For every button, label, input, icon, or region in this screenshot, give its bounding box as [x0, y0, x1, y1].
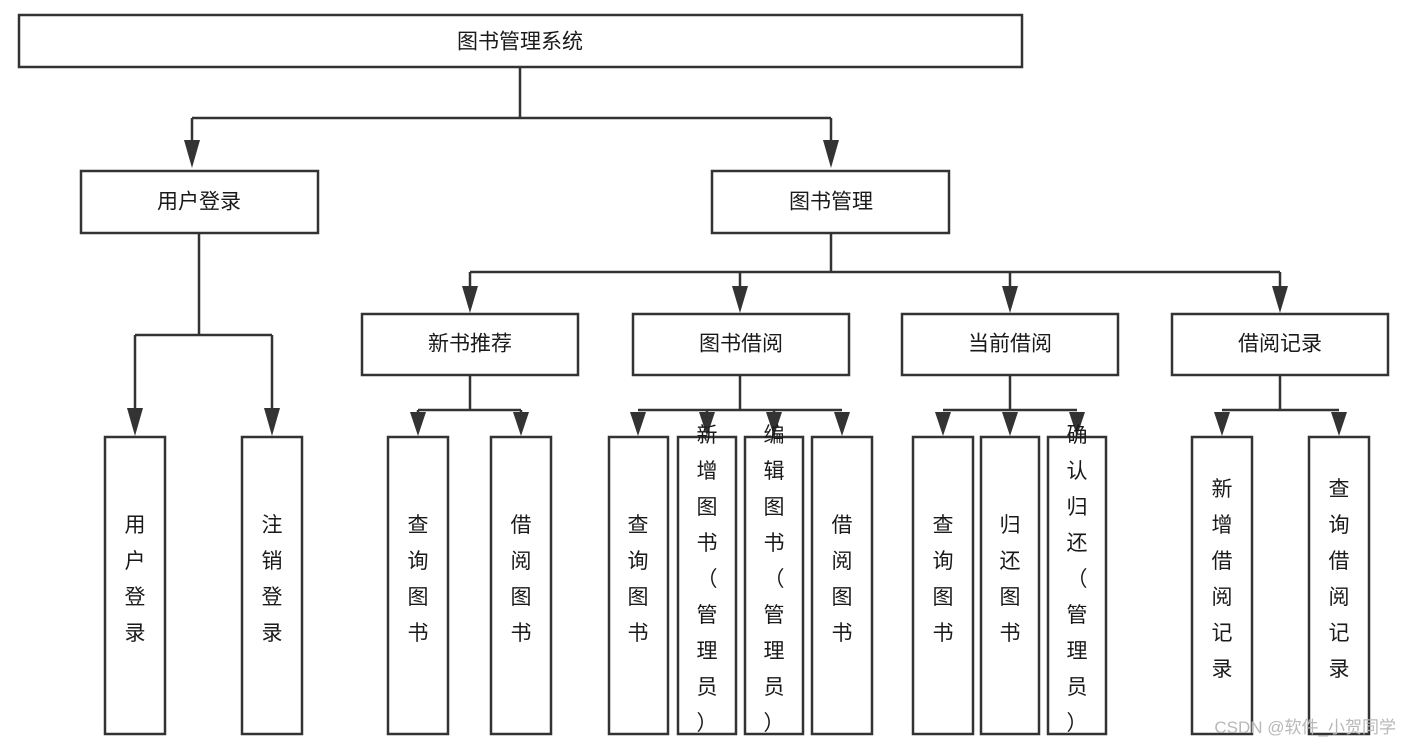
arrow-head-leaf-add-record — [1214, 412, 1230, 436]
node-leaf-query-record-box[interactable] — [1307, 435, 1371, 736]
node-leaf-edit-book-box[interactable] — [743, 435, 805, 736]
arrow-head-leaf-borrow-book-1 — [513, 412, 529, 436]
node-leaf-query-book-2-box[interactable] — [607, 435, 670, 736]
node-leaf-confirm-return-label: 确认归还（管理员） — [1067, 424, 1088, 735]
node-user-login[interactable]: 用户登录 — [79, 169, 320, 235]
node-borrow-record-label: 借阅记录 — [1238, 333, 1322, 356]
arrow-head-book-manage — [823, 140, 839, 168]
node-leaf-query-book-2[interactable]: 查询图书 — [607, 435, 670, 736]
node-leaf-confirm-return[interactable]: 确认归还（管理员） — [1046, 424, 1108, 736]
node-root-label: 图书管理系统 — [457, 31, 583, 54]
node-leaf-query-book-1-box[interactable] — [386, 435, 450, 736]
arrow-head-leaf-query-book-3 — [935, 412, 951, 436]
node-leaf-query-record[interactable]: 查询借阅记录 — [1307, 435, 1371, 736]
node-book-borrow[interactable]: 图书借阅 — [631, 312, 851, 377]
arrow-head-leaf-query-record — [1331, 412, 1347, 436]
node-user-login-box[interactable] — [79, 169, 320, 235]
connector-group-user-login — [127, 233, 280, 436]
node-leaf-return-book-box[interactable] — [979, 435, 1041, 736]
arrow-head-user-login — [184, 140, 200, 168]
node-book-manage-label: 图书管理 — [789, 191, 873, 214]
node-leaf-borrow-book-2-box[interactable] — [810, 435, 874, 736]
node-borrow-record[interactable]: 借阅记录 — [1170, 312, 1390, 377]
node-book-borrow-box[interactable] — [631, 312, 851, 377]
node-leaf-user-login-label: 用户登录 — [125, 514, 146, 645]
node-book-manage-box[interactable] — [710, 169, 951, 235]
csdn-watermark: CSDN @软件_小贺同学 — [1214, 718, 1396, 737]
node-leaf-user-logout-label: 注销登录 — [262, 514, 283, 645]
node-root[interactable]: 图书管理系统 — [17, 13, 1024, 69]
node-leaf-add-record-label: 新增借阅记录 — [1212, 478, 1233, 681]
node-leaf-add-record-box[interactable] — [1190, 435, 1254, 736]
arrow-head-current-borrow — [1002, 286, 1018, 313]
node-leaf-borrow-book-1-label: 借阅图书 — [511, 514, 532, 645]
node-leaf-query-book-3-box[interactable] — [911, 435, 975, 736]
connector-group-new-book-rec — [410, 375, 529, 436]
arrow-head-leaf-edit-book — [766, 412, 782, 436]
node-leaf-query-book-1-label: 查询图书 — [408, 514, 429, 645]
node-leaf-borrow-book-1[interactable]: 借阅图书 — [489, 435, 553, 736]
node-leaf-user-login-box[interactable] — [103, 435, 167, 736]
arrow-head-borrow-record — [1272, 286, 1288, 313]
node-book-manage[interactable]: 图书管理 — [710, 169, 951, 235]
arrow-head-book-borrow — [732, 286, 748, 313]
node-leaf-borrow-book-1-box[interactable] — [489, 435, 553, 736]
node-leaf-return-book[interactable]: 归还图书 — [979, 435, 1041, 736]
node-user-login-label: 用户登录 — [157, 191, 241, 214]
node-current-borrow-label: 当前借阅 — [968, 333, 1052, 356]
arrow-head-leaf-borrow-book-2 — [834, 412, 850, 436]
arrow-head-leaf-query-book-1 — [410, 412, 426, 436]
node-leaf-user-login[interactable]: 用户登录 — [103, 435, 167, 736]
arrow-head-leaf-user-login — [127, 408, 143, 436]
connector-group-borrow-record — [1214, 375, 1347, 436]
node-leaf-query-book-1[interactable]: 查询图书 — [386, 435, 450, 736]
node-new-book-rec-label: 新书推荐 — [428, 333, 512, 356]
node-leaf-query-record-label: 查询借阅记录 — [1329, 478, 1350, 681]
connector-group-root — [184, 67, 839, 168]
node-leaf-user-logout[interactable]: 注销登录 — [240, 435, 304, 736]
node-leaf-query-book-2-label: 查询图书 — [628, 514, 649, 645]
node-borrow-record-box[interactable] — [1170, 312, 1390, 377]
node-leaf-return-book-label: 归还图书 — [1000, 514, 1021, 645]
node-new-book-rec[interactable]: 新书推荐 — [360, 312, 580, 377]
arrow-head-leaf-user-logout — [264, 408, 280, 436]
connector-group-current-borrow — [935, 375, 1085, 436]
connector-group-book-borrow — [630, 375, 850, 436]
node-new-book-rec-box[interactable] — [360, 312, 580, 377]
node-root-box[interactable] — [17, 13, 1024, 69]
arrow-head-leaf-query-book-2 — [630, 412, 646, 436]
arrow-head-leaf-return-book — [1002, 412, 1018, 436]
node-leaf-confirm-return-box[interactable] — [1046, 435, 1108, 736]
node-leaf-edit-book[interactable]: 编辑图书（管理员） — [743, 424, 805, 736]
node-leaf-add-record[interactable]: 新增借阅记录 — [1190, 435, 1254, 736]
node-leaf-borrow-book-2[interactable]: 借阅图书 — [810, 435, 874, 736]
arrow-head-leaf-add-book — [699, 412, 715, 436]
node-leaf-user-logout-box[interactable] — [240, 435, 304, 736]
connector-group-book-manage — [462, 233, 1288, 313]
node-leaf-add-book-box[interactable] — [676, 435, 738, 736]
node-leaf-query-book-3[interactable]: 查询图书 — [911, 435, 975, 736]
node-leaf-add-book[interactable]: 新增图书（管理员） — [676, 424, 738, 736]
node-book-borrow-label: 图书借阅 — [699, 333, 783, 356]
arrow-head-new-book-rec — [462, 286, 478, 313]
node-leaf-borrow-book-2-label: 借阅图书 — [832, 514, 853, 645]
arrow-head-leaf-confirm-return — [1069, 412, 1085, 436]
node-leaf-edit-book-label: 编辑图书（管理员） — [764, 424, 785, 735]
node-current-borrow-box[interactable] — [900, 312, 1120, 377]
node-leaf-add-book-label: 新增图书（管理员） — [697, 424, 718, 735]
node-current-borrow[interactable]: 当前借阅 — [900, 312, 1120, 377]
node-leaf-query-book-3-label: 查询图书 — [933, 514, 954, 645]
